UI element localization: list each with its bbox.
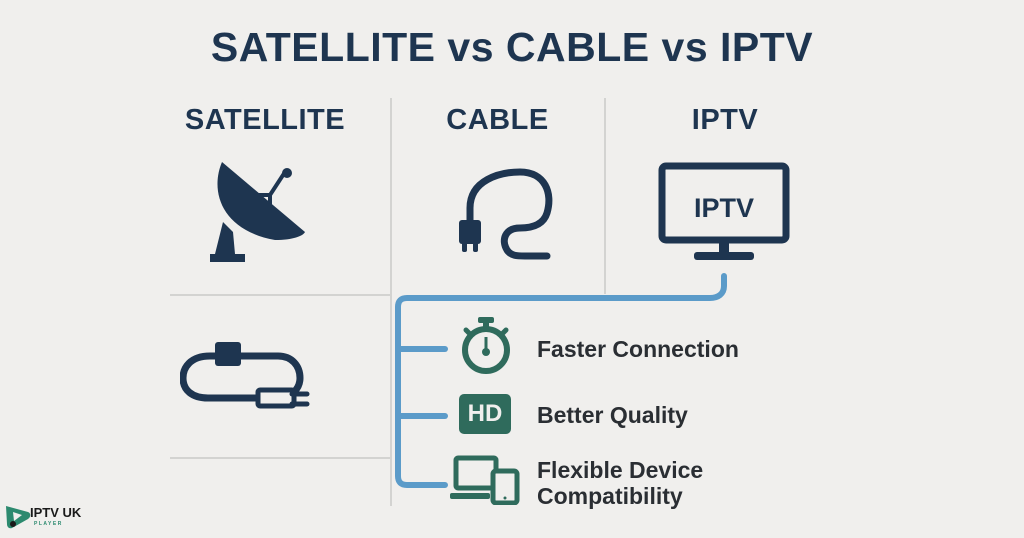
- satellite-dish-icon: [210, 162, 305, 262]
- laptop-tablet-icon: [450, 455, 520, 505]
- diagram-title: SATELLITE vs CABLE vs IPTV: [210, 24, 814, 70]
- divider-horizontal-1: [170, 294, 390, 296]
- stopwatch-icon: [462, 317, 510, 374]
- divider-horizontal-2: [170, 457, 390, 459]
- feature-connector-lines: [395, 273, 727, 488]
- feature-flexible-device-line2: Compatibility: [537, 483, 683, 509]
- feature-faster-connection: Faster Connection: [537, 336, 739, 362]
- logo-name: IPTV UK: [30, 505, 82, 520]
- logo-subtitle: PLAYER: [34, 521, 63, 527]
- divider-vertical-2: [604, 98, 606, 294]
- column-header-cable: CABLE: [446, 104, 549, 136]
- column-header-satellite: SATELLITE: [184, 104, 346, 136]
- plug-cable-icon: [459, 168, 553, 260]
- divider-vertical-1: [390, 98, 392, 506]
- hd-badge-text: HD: [467, 400, 503, 427]
- coiled-cable-icon: [180, 342, 310, 409]
- feature-flexible-device-line1: Flexible Device: [537, 457, 704, 483]
- hd-badge-icon: HD: [459, 394, 511, 434]
- feature-flexible-device: Flexible Device Compatibility: [537, 457, 703, 509]
- tv-monitor-icon: IPTV: [658, 162, 790, 260]
- iptv-uk-player-logo-icon: [6, 506, 31, 529]
- column-header-iptv: IPTV: [691, 104, 759, 136]
- tv-screen-text: IPTV: [694, 193, 754, 223]
- feature-better-quality: Better Quality: [537, 402, 688, 428]
